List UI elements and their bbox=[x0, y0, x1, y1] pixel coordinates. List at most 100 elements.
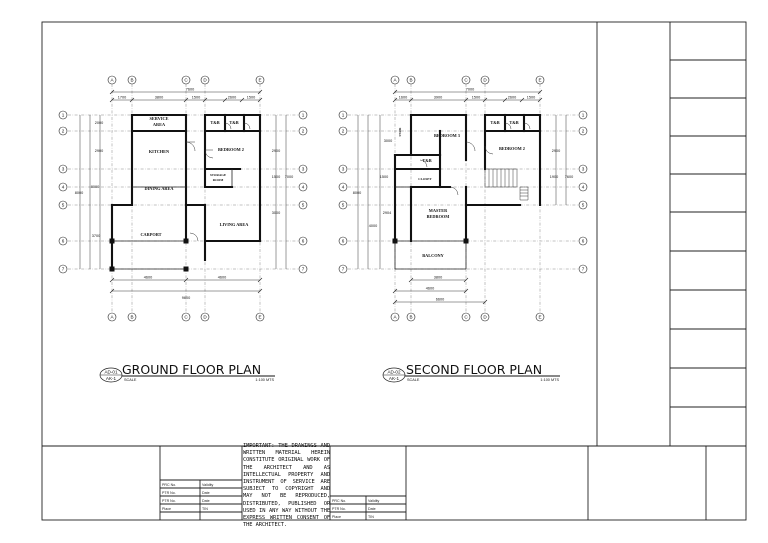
gfp-row-2-l: 2 bbox=[62, 129, 65, 134]
sfp-grid-labels: A B C D E A B C D E 1 2 3 4 5 6 7 1 2 3 … bbox=[342, 78, 585, 320]
gfp-dim-ticks bbox=[109, 89, 263, 294]
gfp-dim-right-1: 2900 bbox=[272, 149, 280, 153]
sfp-col-e-top: E bbox=[538, 78, 541, 83]
gfp-col-d-top: D bbox=[203, 78, 207, 83]
gfp-grid-labels: A B C D E A B C D E 1 2 3 4 5 6 7 1 2 3 … bbox=[62, 78, 305, 320]
sfp-doors bbox=[419, 122, 531, 196]
sfp-dim-top-e: 1500 bbox=[527, 96, 535, 100]
sfp-dim-bot-a: 3800 bbox=[434, 276, 442, 280]
tb-right-r2b: Date bbox=[368, 507, 376, 511]
gfp-dim-right-2: 1500 bbox=[272, 175, 280, 179]
gfp-dim-right-3: 7000 bbox=[285, 175, 293, 179]
gfp-title: GROUND FLOOR PLAN bbox=[122, 362, 261, 377]
gfp-row-5-r: 5 bbox=[302, 203, 305, 208]
sfp-row-1-l: 1 bbox=[342, 113, 345, 118]
sfp-grid-lines bbox=[348, 84, 578, 312]
gfp-row-2-r: 2 bbox=[302, 129, 305, 134]
gfp-col-c-top: C bbox=[184, 78, 188, 83]
tb-left-r1b: Validity bbox=[202, 483, 214, 487]
sfp-row-6-l: 6 bbox=[342, 239, 345, 244]
gfp-row-3-l: 3 bbox=[62, 167, 65, 172]
sfp-thin-walls bbox=[394, 186, 467, 270]
gfp-room-service-1: SERVICE bbox=[150, 116, 169, 121]
sfp-dim-top-total: 7000 bbox=[466, 88, 474, 92]
sfp-dim-top-d: 2600 bbox=[508, 96, 516, 100]
gfp-row-7-r: 7 bbox=[302, 267, 305, 272]
gfp-col-c-bot: C bbox=[184, 315, 188, 320]
sfp-scale-label: SCALE bbox=[407, 378, 420, 382]
sfp-row-6-r: 6 bbox=[582, 239, 585, 244]
gfp-tag-top: AD-01 bbox=[104, 369, 117, 374]
gfp-tag-bottom: AK-1 bbox=[106, 376, 117, 381]
gfp-row-5-l: 5 bbox=[62, 203, 65, 208]
sfp-scale-value: 1:100 MTS bbox=[540, 378, 559, 382]
gfp-dim-top-b: 3800 bbox=[155, 96, 163, 100]
gfp-dim-left-2: 2900 bbox=[95, 149, 103, 153]
gfp-row-6-r: 6 bbox=[302, 239, 305, 244]
sfp-col-e-bot: E bbox=[538, 315, 541, 320]
sfp-col-d-top: D bbox=[483, 78, 487, 83]
sfp-room-stair: STAIR bbox=[398, 127, 402, 137]
gfp-scale-label: SCALE bbox=[124, 378, 137, 382]
gfp-dim-bot-b: 4600 bbox=[218, 276, 226, 280]
sfp-dim-bot-total: 6600 bbox=[436, 298, 444, 302]
sfp-dim-right-3: 7600 bbox=[565, 175, 573, 179]
gfp-dim-text: 7600 1700 3800 1500 2600 1500 2000 2900 … bbox=[75, 88, 293, 301]
gfp-title-block: AD-01 AK-1 GROUND FLOOR PLAN SCALE 1:100… bbox=[99, 362, 275, 383]
titleblock-labels: PRC No. Validity PTR No. Date PTR No. Da… bbox=[162, 483, 380, 519]
gfp-walls bbox=[110, 113, 262, 271]
sfp-room-bedroom3: BEDROOM 3 bbox=[434, 133, 460, 138]
sfp-title: SECOND FLOOR PLAN bbox=[406, 362, 542, 377]
tb-left-r4a: Place bbox=[162, 507, 171, 511]
sfp-row-1-r: 1 bbox=[582, 113, 585, 118]
tb-right-r2a: PTR No. bbox=[332, 507, 346, 511]
gfp-dim-left-4: 3700 bbox=[92, 234, 100, 238]
tb-left-r3b: Date bbox=[202, 499, 210, 503]
sfp-col-d-bot: D bbox=[483, 315, 487, 320]
sfp-walls bbox=[393, 113, 542, 243]
gfp-dim-bot-total: 9600 bbox=[182, 296, 190, 300]
gfp-col-a-bot: A bbox=[110, 315, 114, 320]
gfp-row-7-l: 7 bbox=[62, 267, 65, 272]
sfp-room-tb3: T&B bbox=[422, 158, 431, 163]
gfp-row-4-r: 4 bbox=[302, 185, 305, 190]
tb-left-r4b: TIN bbox=[202, 507, 208, 511]
gfp-room-labels: SERVICE AREA T&B T&B KITCHEN BEDROOM 2 S… bbox=[140, 116, 249, 237]
gfp-thin-walls bbox=[112, 169, 233, 270]
tb-right-r1a: PRC No. bbox=[332, 499, 346, 503]
gfp-col-b-bot: B bbox=[130, 315, 133, 320]
gfp-dim-top-c: 1500 bbox=[192, 96, 200, 100]
sfp-dim-left-3: 8000 bbox=[353, 191, 361, 195]
sfp-room-balcony: BALCONY bbox=[422, 253, 444, 258]
gfp-room-carport: CARPORT bbox=[140, 232, 161, 237]
gfp-room-tb1: T&B bbox=[210, 120, 219, 125]
tb-right-r3a: Place bbox=[332, 515, 341, 519]
gfp-dim-top-a: 1700 bbox=[118, 96, 126, 100]
gfp-room-tb2: T&B bbox=[229, 120, 238, 125]
gfp-room-storage-2: ROOM bbox=[213, 178, 225, 182]
sfp-row-3-r: 3 bbox=[582, 167, 585, 172]
sfp-dim-right-2: 1900 bbox=[550, 175, 558, 179]
sfp-col-b-top: B bbox=[409, 78, 412, 83]
gfp-dim-bot-a: 4600 bbox=[144, 276, 152, 280]
sfp-col-a-bot: A bbox=[393, 315, 397, 320]
sfp-grid-bubbles bbox=[338, 75, 588, 322]
gfp-dim-top-e: 1500 bbox=[247, 96, 255, 100]
gfp-grid-bubbles bbox=[58, 75, 308, 322]
sfp-room-closet: CLOSET bbox=[418, 177, 432, 181]
sfp-dim-left-2: 1500 bbox=[380, 175, 388, 179]
sfp-dimension-lines bbox=[357, 91, 567, 303]
gfp-room-storage-1: STORAGE bbox=[210, 173, 227, 177]
sfp-stairs bbox=[484, 168, 529, 201]
sfp-dim-top-a: 1600 bbox=[399, 96, 407, 100]
sfp-col-a-top: A bbox=[393, 78, 397, 83]
gfp-scale-value: 1:100 MTS bbox=[255, 378, 274, 382]
sfp-row-2-r: 2 bbox=[582, 129, 585, 134]
gfp-room-kitchen: KITCHEN bbox=[149, 149, 170, 154]
sfp-row-2-l: 2 bbox=[342, 129, 345, 134]
sfp-row-4-l: 4 bbox=[342, 185, 345, 190]
gfp-room-service-2: AREA bbox=[153, 122, 166, 127]
gfp-col-e-top: E bbox=[258, 78, 261, 83]
gfp-row-1-l: 1 bbox=[62, 113, 65, 118]
gfp-dim-top-total: 7600 bbox=[186, 88, 194, 92]
